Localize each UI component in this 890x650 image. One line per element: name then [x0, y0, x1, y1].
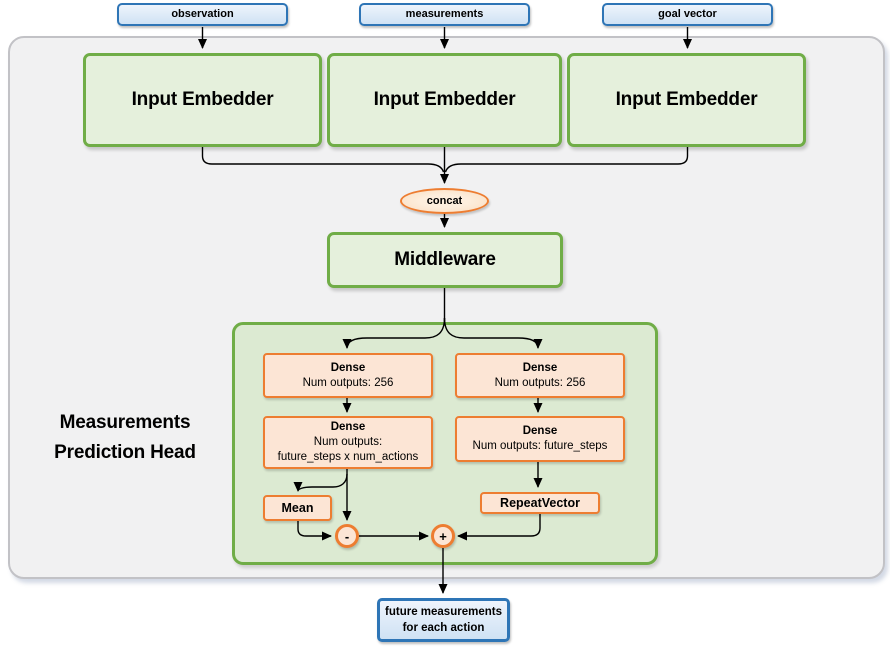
dense-left-1: Dense Num outputs: 256: [263, 353, 433, 398]
dense-right-1-subtitle: Num outputs: 256: [494, 376, 586, 389]
input-embedder-3-label: Input Embedder: [615, 89, 758, 110]
dense-left-1-title: Dense: [330, 361, 366, 374]
minus-op-label: -: [344, 528, 350, 544]
dense-right-2-subtitle: Num outputs: future_steps: [472, 440, 608, 452]
head-title-line2: Prediction Head: [54, 442, 196, 463]
repeat-vector-label: RepeatVector: [500, 495, 580, 510]
head-title-line1: Measurements: [59, 412, 191, 433]
head-title: Measurements Prediction Head: [20, 408, 230, 468]
dense-right-1: Dense Num outputs: 256: [455, 353, 625, 398]
dense-right-1-title: Dense: [522, 361, 558, 374]
goal-vector-label: goal vector: [658, 8, 717, 20]
mean-node: Mean: [263, 495, 332, 521]
input-embedder-2: Input Embedder: [327, 53, 562, 147]
minus-op-node: -: [335, 524, 359, 548]
plus-op-label: +: [439, 528, 447, 544]
dense-left-2: Dense Num outputs: future_steps x num_ac…: [263, 416, 433, 469]
output-label-line1: future measurements: [385, 606, 502, 618]
goal-vector-node: goal vector: [602, 3, 773, 26]
dense-right-2: Dense Num outputs: future_steps: [455, 416, 625, 462]
dense-left-2-subtitle-line2: future_steps x num_actions: [277, 451, 419, 463]
concat-node: concat: [400, 188, 489, 214]
input-embedder-3: Input Embedder: [567, 53, 806, 147]
observation-label: observation: [171, 8, 234, 20]
dense-left-2-title: Dense: [330, 421, 366, 433]
repeat-vector-node: RepeatVector: [480, 492, 600, 514]
input-embedder-1: Input Embedder: [83, 53, 322, 147]
output-node: future measurements for each action: [377, 598, 510, 642]
dense-left-1-subtitle: Num outputs: 256: [302, 376, 394, 389]
input-embedder-2-label: Input Embedder: [373, 89, 516, 110]
middleware-label: Middleware: [394, 249, 496, 270]
dense-right-2-title: Dense: [522, 425, 558, 437]
measurements-label: measurements: [405, 8, 484, 20]
measurements-node: measurements: [359, 3, 530, 26]
plus-op-node: +: [431, 524, 455, 548]
dense-left-2-subtitle-line1: Num outputs:: [313, 436, 383, 448]
observation-node: observation: [117, 3, 288, 26]
input-embedder-1-label: Input Embedder: [131, 89, 274, 110]
concat-label: concat: [426, 195, 463, 207]
mean-label: Mean: [281, 500, 314, 515]
output-label-line2: for each action: [402, 622, 485, 634]
middleware-node: Middleware: [327, 232, 563, 288]
